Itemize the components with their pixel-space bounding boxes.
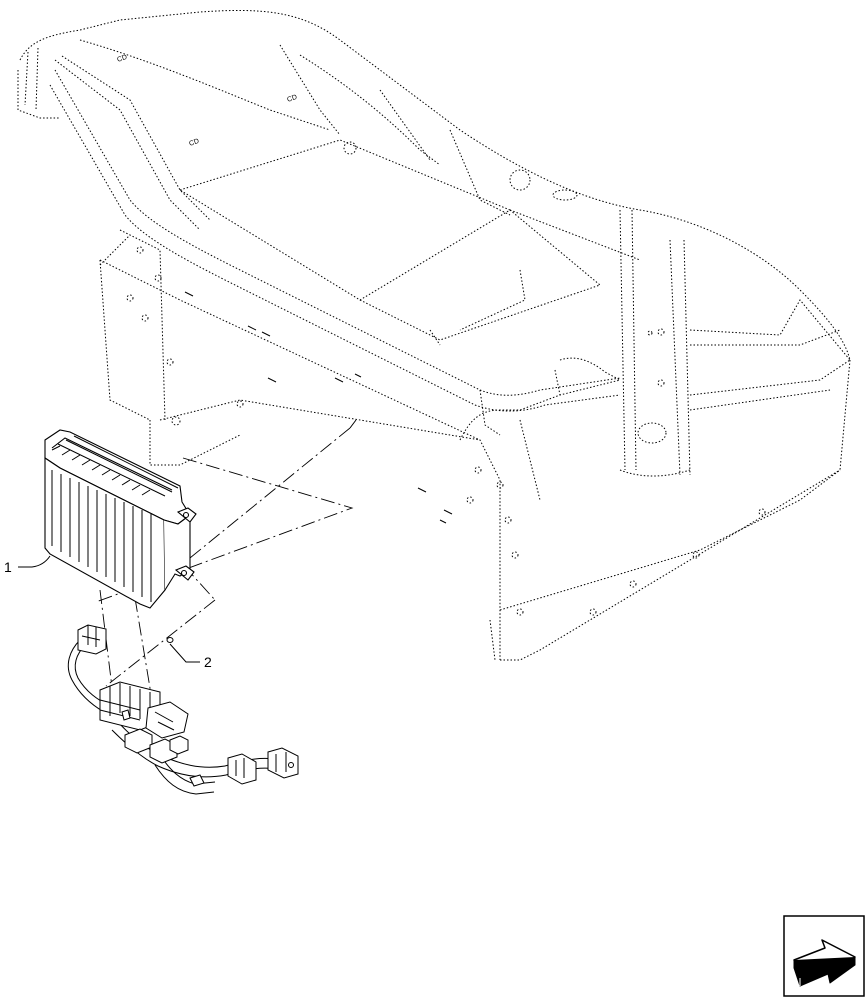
ecu-cooling-fins — [51, 435, 179, 602]
frame-mark-a: CD — [116, 54, 128, 64]
wiring-harness — [67, 624, 299, 795]
callout-label-2: 2 — [204, 654, 212, 670]
frame-mark-c: CD — [188, 138, 200, 148]
seat-platform — [17, 9, 851, 661]
callout-leaders — [18, 555, 200, 663]
next-page-arrow-icon[interactable] — [783, 915, 865, 997]
mounting-bolt — [166, 637, 174, 643]
frame-rail — [49, 69, 621, 436]
frame-mark-b: CD — [286, 94, 298, 104]
ecu-module — [44, 429, 197, 609]
callout-label-1: 1 — [4, 559, 12, 575]
screws — [184, 291, 453, 524]
